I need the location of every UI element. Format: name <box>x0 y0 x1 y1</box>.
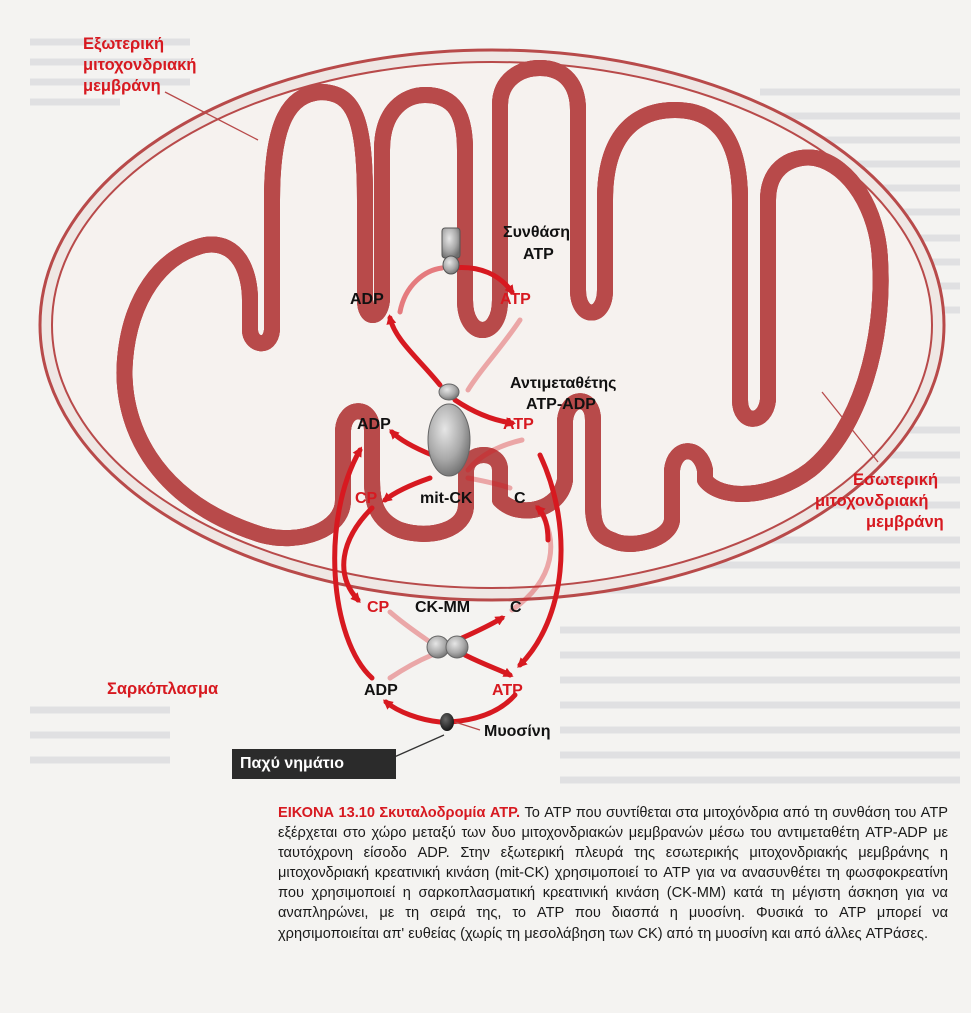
inner-membrane-label-1: Εσωτερική <box>853 471 938 489</box>
ck-mm-label: CK-MM <box>415 599 470 616</box>
inner-membrane-label-2: μιτοχονδριακή <box>815 492 928 510</box>
translocase-icon <box>439 384 459 400</box>
atp-top-label: ATP <box>500 291 531 308</box>
arrow-ckmm-c-out <box>462 618 502 638</box>
myosin-icon <box>440 713 454 731</box>
translocase-label-2: ATP-ADP <box>526 396 596 413</box>
outer-membrane-label-2: μιτοχονδριακή <box>83 56 196 74</box>
adp-bottom-label: ADP <box>364 682 398 699</box>
atp-bottom-label: ATP <box>492 682 523 699</box>
mit-ck-label: mit-CK <box>420 490 473 507</box>
inner-membrane-label-3: μεμβράνη <box>866 513 944 531</box>
arrow-ckmm-atp-out <box>465 655 510 675</box>
atp-synthase-label-1: Συνθάση <box>503 224 570 241</box>
caption-title: ΕΙΚΟΝΑ 13.10 Σκυταλοδρομία ATP. <box>278 805 520 821</box>
arrow-myosin-to-adp <box>386 702 440 722</box>
adp-mid-label: ADP <box>357 416 391 433</box>
sarcoplasm-label: Σαρκόπλασμα <box>107 680 218 698</box>
c-upper-label: C <box>514 490 526 507</box>
atp-mid-label: ATP <box>503 416 534 433</box>
c-lower-label: C <box>510 599 522 616</box>
thick-filament-label: Παχύ νημάτιο <box>232 749 396 779</box>
arrow-cp-to-ckmm <box>390 612 430 642</box>
adp-top-label: ADP <box>350 291 384 308</box>
atp-synthase-label-2: ATP <box>523 246 554 263</box>
outer-membrane-label-3: μεμβράνη <box>83 77 161 95</box>
mit-ck-enzyme-icon <box>428 404 470 476</box>
myosin-label: Μυοσίνη <box>484 723 550 740</box>
cp-upper-label: CP <box>355 490 378 507</box>
outer-membrane-label-1: Εξωτερική <box>83 35 164 53</box>
arrow-adp-to-ckmm <box>390 655 432 678</box>
ck-mm-enzyme-icon <box>427 636 468 658</box>
arrow-atp-to-myosin <box>450 695 515 722</box>
caption-body: Το ATP που συντίθεται στα μιτοχόνδρια απ… <box>278 805 948 942</box>
translocase-label-1: Αντιμεταθέτης <box>510 375 616 392</box>
figure-caption: ΕΙΚΟΝΑ 13.10 Σκυταλοδρομία ATP. Το ATP π… <box>278 803 948 944</box>
cp-lower-label: CP <box>367 599 390 616</box>
atp-synthase-icon <box>442 228 460 274</box>
